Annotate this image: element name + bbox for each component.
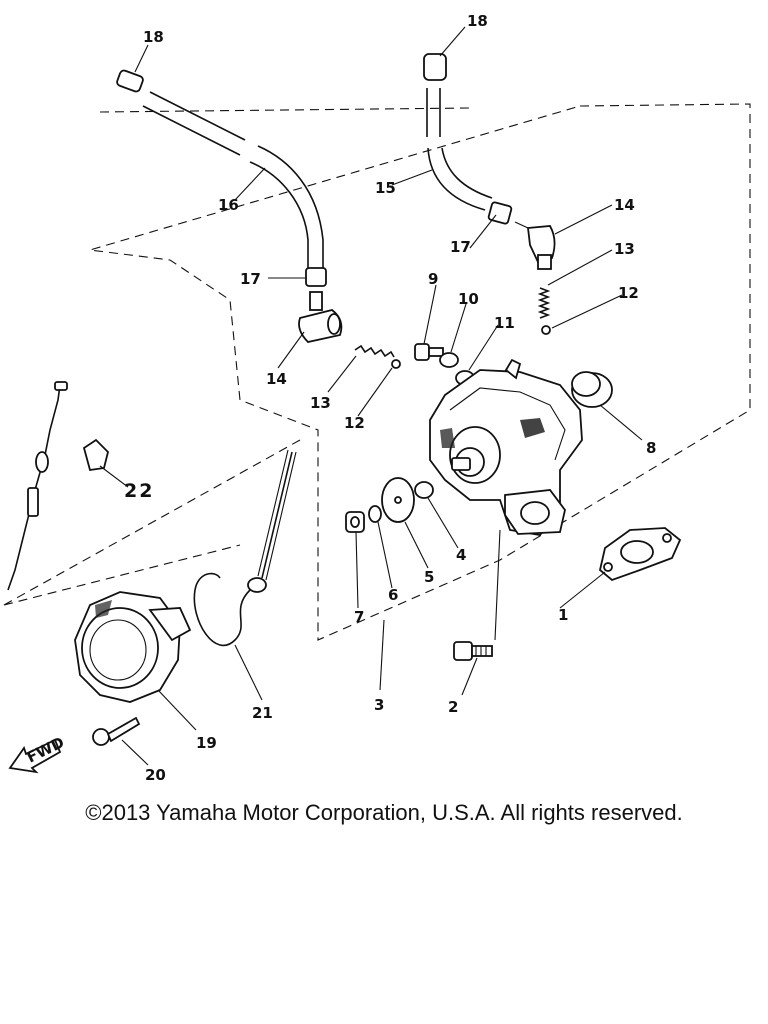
hose-cap-18-left [116, 69, 144, 93]
callout-3: 3 [374, 696, 384, 714]
callout-19: 19 [196, 734, 217, 752]
callout-1: 1 [558, 606, 568, 624]
washer-10 [439, 352, 459, 368]
hose-16 [116, 69, 324, 270]
fitting-right [487, 201, 556, 270]
fwd-arrow-icon: FWD [8, 733, 67, 774]
callout-22: 22 [124, 480, 154, 502]
callout-17: 17 [240, 270, 261, 288]
callout-10: 10 [458, 290, 479, 308]
bolt-2 [453, 641, 493, 661]
screw-20 [92, 716, 141, 746]
callout-21: 21 [252, 704, 273, 722]
callout-4: 4 [456, 546, 466, 564]
callout-12: 12 [344, 414, 365, 432]
callout-14: 14 [266, 370, 287, 388]
callout-2: 2 [448, 698, 458, 716]
washer-6 [368, 505, 382, 523]
sensor-outline [3, 439, 301, 606]
callout-16: 16 [218, 196, 239, 214]
callout-8: 8 [646, 439, 656, 457]
callout-12: 12 [618, 284, 639, 302]
gasket-1 [599, 527, 682, 582]
clip-22 [82, 438, 109, 472]
bolt-9 [414, 343, 444, 361]
disc-5 [381, 477, 415, 523]
cable-22 [7, 381, 109, 591]
fwd-label: FWD [24, 733, 67, 766]
pump-body [429, 358, 583, 536]
spring-13-right [537, 287, 551, 319]
callout-18: 18 [143, 28, 164, 46]
callout-13: 13 [614, 240, 635, 258]
callout-17: 17 [450, 238, 471, 256]
spring-13-left [354, 344, 395, 358]
callout-9: 9 [428, 270, 438, 288]
assembly-outline [89, 103, 751, 641]
cover-19 [74, 591, 192, 703]
callout-15: 15 [375, 179, 396, 197]
callout-5: 5 [424, 568, 434, 586]
nut-7 [345, 511, 365, 533]
sensor-21 [193, 449, 297, 647]
washer-4 [414, 481, 434, 499]
callout-14: 14 [614, 196, 635, 214]
ball-12-right [541, 325, 551, 335]
callout-18: 18 [467, 12, 488, 30]
callout-6: 6 [388, 586, 398, 604]
callout-11: 11 [494, 314, 515, 332]
seal-8 [571, 371, 613, 408]
hose-15 [423, 53, 493, 211]
hose-cap-18-right [423, 53, 447, 81]
fitting-left [298, 267, 343, 343]
parts-diagram: FWD 18 18 16 15 17 17 14 13 [3, 12, 751, 784]
copyright-notice: ©2013 Yamaha Motor Corporation, U.S.A. A… [85, 800, 683, 825]
callout-7: 7 [354, 608, 364, 626]
leader-lines [99, 26, 643, 766]
callout-13: 13 [310, 394, 331, 412]
ball-12-left [391, 359, 401, 369]
callout-20: 20 [145, 766, 166, 784]
